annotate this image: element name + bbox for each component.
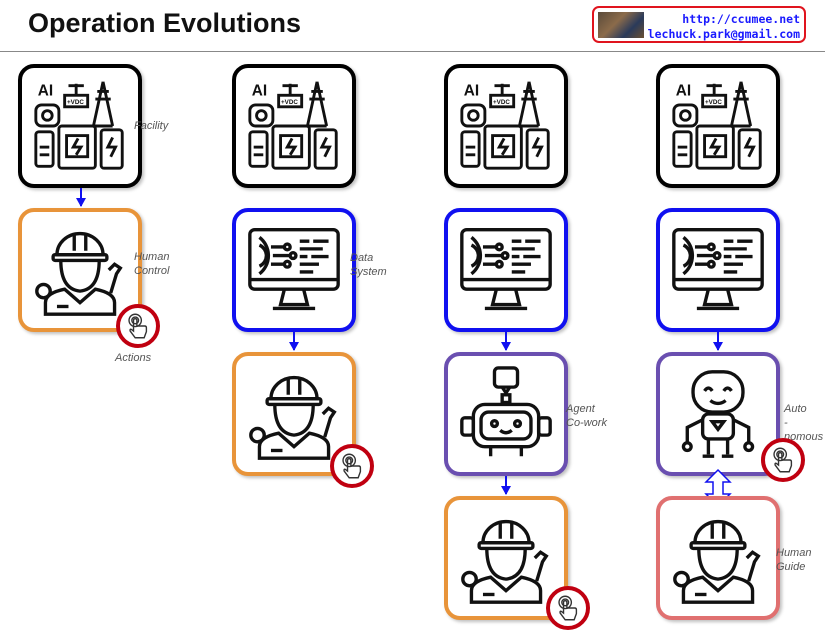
facility-icon: +VDC — [458, 78, 554, 174]
label-line: Data — [350, 252, 374, 264]
label-line: Human — [134, 251, 170, 263]
worker-icon — [458, 510, 554, 606]
label-line: System — [350, 266, 387, 278]
label-line: Auto — [784, 403, 807, 415]
page-title: Operation Evolutions — [28, 8, 302, 38]
human-box-2 — [232, 352, 356, 476]
action-touch-button[interactable] — [546, 586, 590, 630]
label-line: Co-work — [566, 417, 607, 429]
badge-url[interactable]: http://ccumee.net — [682, 12, 800, 26]
data-system-box-3 — [444, 208, 568, 332]
badge-email[interactable]: lechuck.park@gmail.com — [647, 27, 800, 41]
flow-arrow — [501, 476, 511, 495]
touch-icon — [338, 452, 366, 480]
facility-icon: +VDC — [246, 78, 342, 174]
facility-box-1: +VDC — [18, 64, 142, 188]
author-photo — [598, 12, 644, 38]
flow-arrow — [76, 188, 86, 207]
label-line: Guide — [776, 561, 806, 573]
action-touch-button[interactable] — [116, 304, 160, 348]
touch-icon — [769, 446, 797, 474]
action-touch-button[interactable] — [761, 438, 805, 482]
vdc-label: +VDC — [493, 99, 510, 106]
facility-box-3: +VDC — [444, 64, 568, 188]
facility-box-2: +VDC — [232, 64, 356, 188]
flow-arrow — [289, 332, 299, 351]
autonomous-box — [656, 352, 780, 476]
action-touch-button[interactable] — [330, 444, 374, 488]
touch-icon — [554, 594, 582, 622]
monitor-icon — [458, 222, 554, 318]
vdc-label: +VDC — [67, 99, 84, 106]
data-system-box-2 — [232, 208, 356, 332]
label-line: Control — [134, 265, 170, 277]
agent-box — [444, 352, 568, 476]
monitor-icon — [246, 222, 342, 318]
label-line: Agent — [566, 403, 595, 415]
flow-arrow — [713, 332, 723, 351]
facility-icon: +VDC — [32, 78, 128, 174]
autonomous-label: Auto-nomous — [784, 402, 825, 444]
worker-icon — [32, 222, 128, 318]
label-line: Human — [776, 547, 812, 559]
vdc-label: +VDC — [705, 99, 722, 106]
human-control-box — [18, 208, 142, 332]
worker-icon — [246, 366, 342, 462]
monitor-icon — [670, 222, 766, 318]
chatbot-icon — [458, 366, 554, 462]
robot-icon — [670, 366, 766, 462]
vdc-label: +VDC — [281, 99, 298, 106]
facility-box-4: +VDC — [656, 64, 780, 188]
author-badge: http://ccumee.net lechuck.park@gmail.com — [592, 6, 806, 43]
facility-icon: +VDC — [670, 78, 766, 174]
data-system-box-4 — [656, 208, 780, 332]
facility-label: Facility — [134, 120, 169, 132]
touch-icon — [124, 312, 152, 340]
worker-icon — [670, 510, 766, 606]
human-guide-box — [656, 496, 780, 620]
title-divider — [0, 51, 825, 52]
actions-label: Actions — [115, 352, 152, 364]
flow-arrow — [501, 332, 511, 351]
